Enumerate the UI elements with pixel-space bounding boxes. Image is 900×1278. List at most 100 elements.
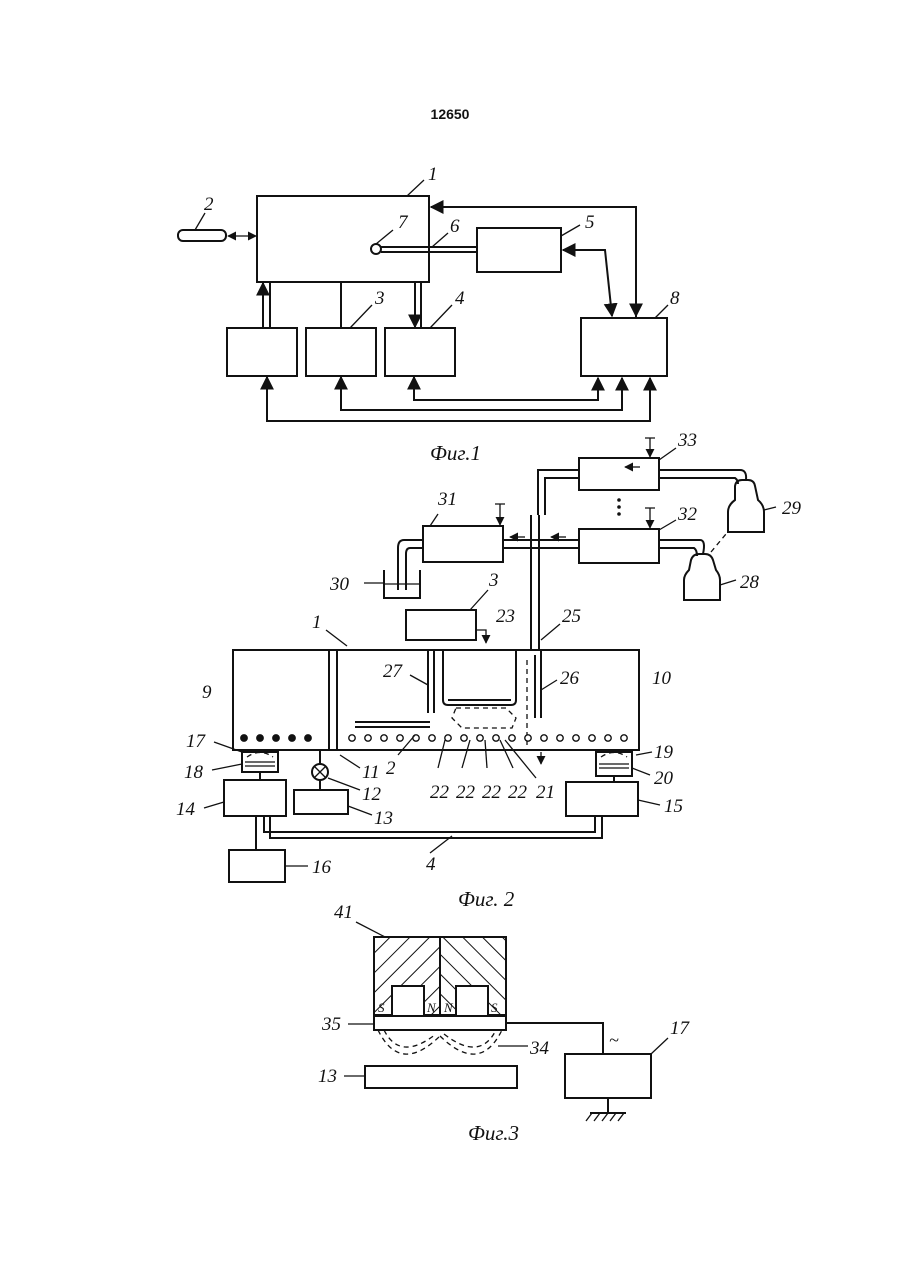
target-35 (374, 1016, 506, 1030)
link-5-8 (563, 250, 612, 316)
coil-turn (289, 735, 295, 741)
leader-25 (541, 624, 560, 640)
coil-turn (525, 735, 531, 741)
coil-turn (573, 735, 579, 741)
power-supply-17 (565, 1054, 651, 1098)
label-32: 32 (677, 504, 698, 525)
block-3 (306, 328, 376, 376)
coil-turn (541, 735, 547, 741)
block-left (227, 328, 297, 376)
pole-s-right: S (491, 1000, 498, 1015)
coil-turn (381, 735, 387, 741)
figure-3: S N N S ~ 41 (318, 902, 691, 1145)
coil-turn (349, 735, 355, 741)
field-arc-3 (444, 1030, 496, 1047)
label-22a: 22 (430, 782, 450, 803)
substrate-13 (365, 1066, 517, 1088)
link-3-23 (476, 630, 486, 643)
label-9: 9 (202, 682, 212, 703)
probe-2 (178, 230, 226, 241)
label-22b: 22 (456, 782, 476, 803)
leader-13-f2 (348, 806, 372, 815)
label-f2-3: 3 (488, 570, 499, 591)
label-4: 4 (455, 288, 465, 309)
magnet-slot-left (392, 986, 424, 1016)
pipe-32-28-b (659, 548, 697, 556)
coil-turn (365, 735, 371, 741)
label-13-f3: 13 (318, 1066, 337, 1087)
coil-turn (241, 735, 247, 741)
pole-n-right: N (443, 1000, 454, 1015)
page-number: 12650 (0, 106, 900, 122)
valve-32 (645, 508, 655, 528)
block-1-main-chamber (257, 196, 429, 282)
coil-turn (589, 735, 595, 741)
label-25: 25 (562, 606, 581, 627)
figure-1: 1 2 3 4 5 6 7 8 Фиг.1 (178, 164, 680, 465)
leader-2 (195, 213, 205, 230)
leader-1 (407, 180, 424, 196)
dot-b (617, 505, 621, 509)
label-16: 16 (312, 857, 332, 878)
block-8 (581, 318, 667, 376)
block-3-fig2 (406, 610, 476, 640)
label-19: 19 (654, 742, 674, 763)
caption-fig3: Фиг.3 (468, 1121, 519, 1145)
label-17-f3: 17 (670, 1018, 691, 1039)
valve-31 (495, 504, 505, 525)
label-12: 12 (362, 784, 382, 805)
dot-a (617, 498, 621, 502)
pump-13 (294, 790, 348, 814)
label-f2-1: 1 (312, 612, 322, 633)
label-34: 34 (529, 1038, 550, 1059)
label-8: 8 (670, 288, 680, 309)
label-23: 23 (496, 606, 515, 627)
block-16 (229, 850, 285, 882)
label-15: 15 (664, 796, 683, 817)
field-arc-1 (384, 1030, 436, 1047)
label-29: 29 (782, 498, 802, 519)
leader-3 (350, 305, 372, 328)
label-31: 31 (437, 489, 457, 510)
coil-turn (509, 735, 515, 741)
coil-turn (429, 735, 435, 741)
label-1: 1 (428, 164, 438, 185)
label-5: 5 (585, 212, 595, 233)
leader-20 (632, 768, 650, 775)
label-30: 30 (329, 574, 350, 595)
leader-5 (561, 225, 580, 236)
pole-n-left: N (426, 1000, 437, 1015)
leader-15 (638, 800, 660, 805)
leader-4 (430, 305, 452, 328)
leader-32 (659, 520, 676, 530)
label-33: 33 (677, 430, 697, 451)
label-35: 35 (321, 1014, 341, 1035)
label-18: 18 (184, 762, 204, 783)
ac-symbol: ~ (609, 1030, 619, 1050)
block-31 (423, 526, 503, 562)
coil-turn (445, 735, 451, 741)
coil-turn (273, 735, 279, 741)
bus-middle (341, 377, 622, 410)
block-32 (579, 529, 659, 563)
label-22c: 22 (482, 782, 502, 803)
pipe-33-29-b (659, 478, 738, 484)
dash-28-29 (711, 534, 726, 552)
leader-6 (432, 233, 448, 247)
label-22d: 22 (508, 782, 528, 803)
leader-28 (720, 580, 736, 585)
label-20: 20 (654, 768, 674, 789)
block-15 (566, 782, 638, 816)
bottle-29 (728, 480, 764, 532)
leader-29 (764, 507, 776, 510)
label-3: 3 (374, 288, 385, 309)
label-26: 26 (560, 668, 580, 689)
coil-turn (477, 735, 483, 741)
block-33 (579, 458, 659, 490)
coil-turn (397, 735, 403, 741)
leader-12 (328, 778, 360, 790)
magnet-slot-right (456, 986, 488, 1016)
leader-17-f3 (651, 1038, 668, 1054)
label-14: 14 (176, 799, 196, 820)
